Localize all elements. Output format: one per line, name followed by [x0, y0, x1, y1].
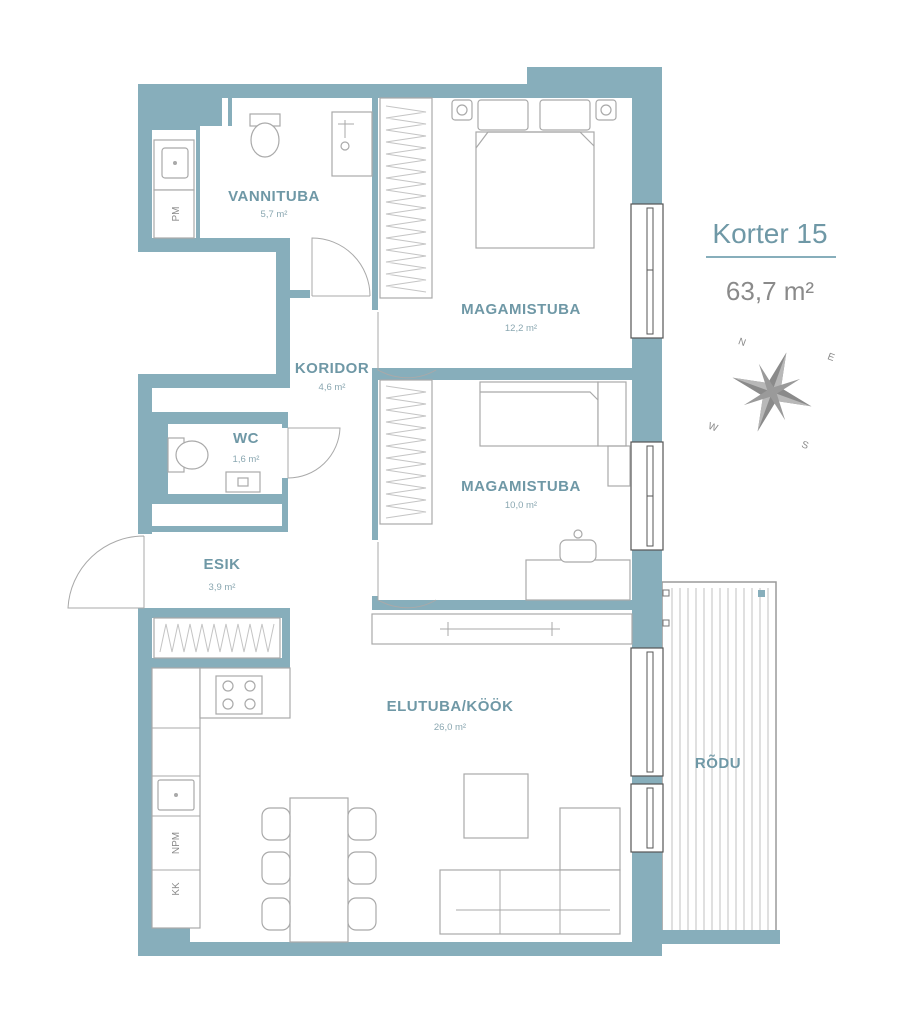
- title-underline: [706, 256, 836, 258]
- bathroom-fixtures: [153, 111, 373, 239]
- apartment-title: Korter 15: [712, 218, 828, 249]
- compass-e: E: [826, 351, 836, 364]
- room-area-entry: 3,9 m²: [209, 582, 236, 593]
- room-area-bedroom1: 12,2 m²: [505, 323, 537, 334]
- room-area-bathroom: 5,7 m²: [261, 209, 288, 220]
- room-name-corridor: KORIDOR: [295, 360, 369, 377]
- room-name-bathroom: VANNITUBA: [228, 188, 320, 205]
- room-area-wc: 1,6 m²: [233, 454, 260, 465]
- room-name-balcony: RÕDU: [695, 754, 741, 772]
- room-name-living: ELUTUBA/KÖÖK: [387, 698, 514, 715]
- bedroom2-furniture: [379, 379, 631, 601]
- label-npm: NPM: [171, 832, 182, 854]
- compass-w: W: [707, 421, 720, 435]
- compass-rose: [732, 352, 812, 432]
- balcony: [661, 581, 780, 944]
- room-area-corridor: 4,6 m²: [319, 382, 346, 393]
- bedroom1-furniture: [379, 97, 617, 299]
- hall-shelf: [371, 613, 633, 645]
- compass-n: N: [737, 336, 748, 349]
- utility-labels: PM NPM KK: [171, 207, 182, 896]
- room-area-living: 26,0 m²: [434, 722, 466, 733]
- room-name-entry: ESIK: [203, 556, 240, 573]
- room-name-bedroom1: MAGAMISTUBA: [461, 301, 581, 318]
- label-kk: KK: [171, 882, 182, 896]
- entry-closet: [153, 617, 281, 659]
- dining-set: [261, 797, 377, 943]
- compass-letters: N E S W: [707, 336, 837, 452]
- kitchen: [151, 667, 291, 929]
- living-furniture: [439, 773, 621, 935]
- room-area-bedroom2: 10,0 m²: [505, 500, 537, 511]
- apartment-area: 63,7 m²: [725, 276, 815, 306]
- wc-fixtures: [167, 437, 261, 493]
- doors: [67, 237, 437, 609]
- room-labels: VANNITUBA 5,7 m² MAGAMISTUBA 12,2 m² KOR…: [203, 188, 741, 772]
- label-pm: PM: [171, 207, 182, 222]
- compass-s: S: [800, 439, 810, 452]
- room-name-wc: WC: [233, 430, 259, 447]
- room-name-bedroom2: MAGAMISTUBA: [461, 478, 581, 495]
- windows: [630, 203, 664, 853]
